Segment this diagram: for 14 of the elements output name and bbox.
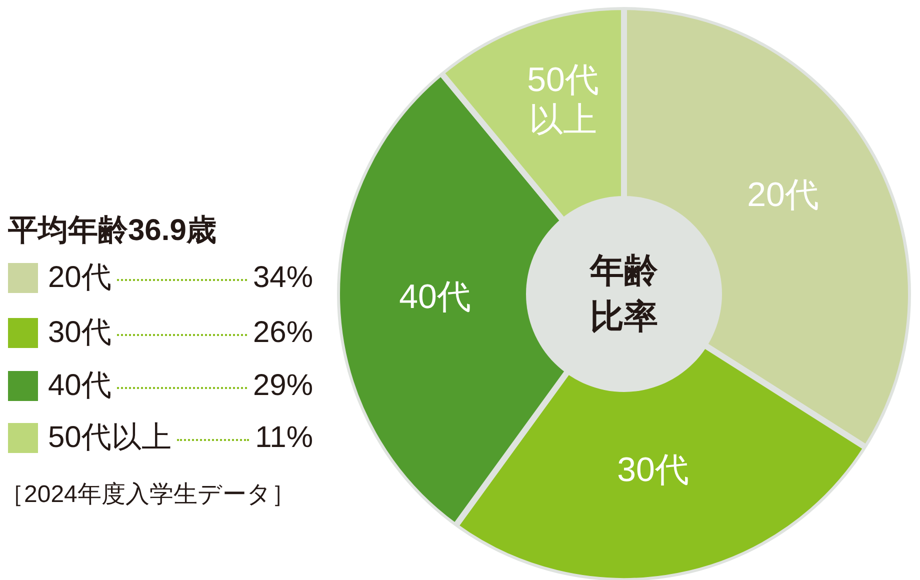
percentage-value: 29% — [111, 369, 313, 403]
average-age-heading: 平均年齢36.9歳 — [8, 213, 216, 249]
percentage-value: 34% — [111, 261, 313, 295]
percentage-value: 11% — [171, 421, 313, 455]
data-source-note: ［2024年度入学生データ］ — [0, 480, 296, 510]
legend-label: 50代以上 — [48, 421, 172, 455]
legend-label: 30代 — [48, 316, 112, 350]
slice-label: 50代以上 — [526, 60, 600, 140]
legend-label: 20代 — [48, 261, 112, 295]
slice-label: 20代 — [746, 175, 820, 215]
percentage-value: 26% — [111, 316, 313, 350]
slice-label: 40代 — [398, 277, 472, 317]
legend-label: 40代 — [48, 369, 112, 403]
slice-label: 30代 — [616, 450, 690, 490]
